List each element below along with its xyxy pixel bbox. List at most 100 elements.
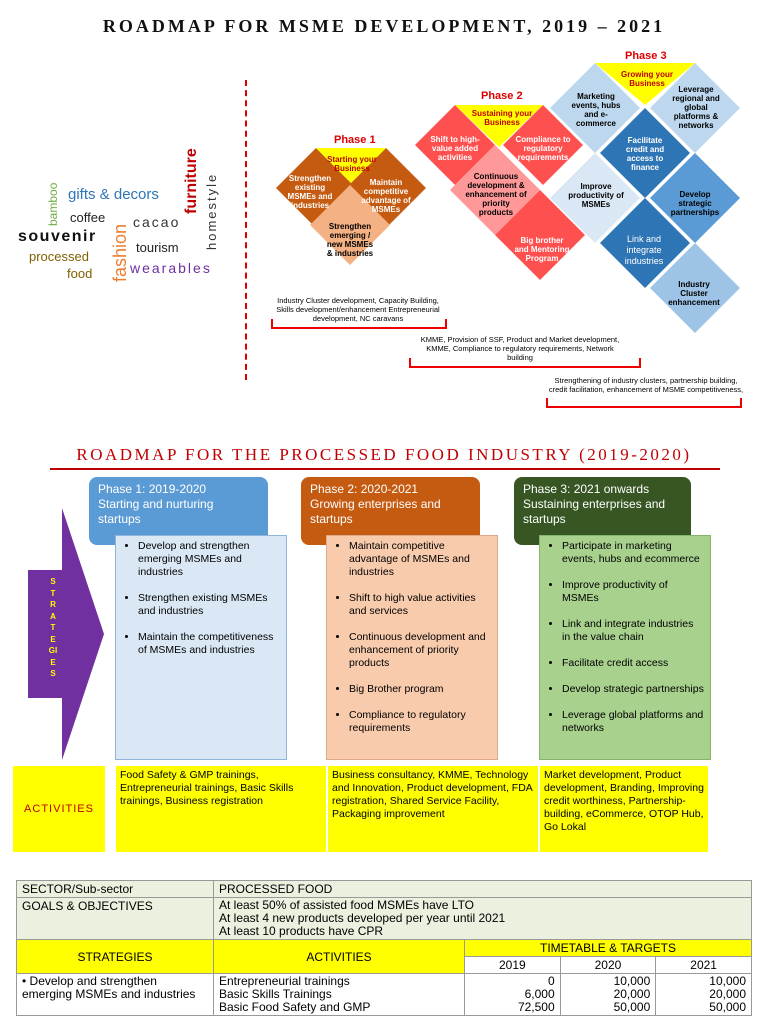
target-value: 6,000 xyxy=(524,987,555,1001)
targets-2020: 10,000 20,000 50,000 xyxy=(559,973,657,1016)
p3-d6-text: Link and integrate industries xyxy=(624,234,664,266)
list-item: Big Brother program xyxy=(349,683,491,696)
p3-diamond-1 xyxy=(550,63,640,153)
title-underline xyxy=(50,468,720,470)
goals-label: GOALS & OBJECTIVES xyxy=(16,897,214,940)
p3-d5-text: Develop strategic partnerships xyxy=(670,190,720,217)
phase3-activities: Market development, Product development,… xyxy=(540,766,708,852)
activity-item: Basic Skills Trainings xyxy=(219,987,332,1001)
word-cacao: cacao xyxy=(133,214,181,230)
target-value: 50,000 xyxy=(709,1000,746,1014)
targets-table-wrap: SECTOR/Sub-sector PROCESSED FOOD GOALS &… xyxy=(16,880,752,1024)
dashed-divider xyxy=(245,80,247,380)
target-value: 10,000 xyxy=(709,974,746,988)
phase3-note: Strengthening of industry clusters, part… xyxy=(548,376,744,394)
targets-table: SECTOR/Sub-sector PROCESSED FOOD GOALS &… xyxy=(16,880,752,1016)
list-item: Maintain competitive advantage of MSMEs … xyxy=(349,540,491,579)
list-item: Shift to high value activities and servi… xyxy=(349,592,491,618)
list-item: Compliance to regulatory requirements xyxy=(349,709,491,735)
list-item: Strengthen existing MSMEs and industries xyxy=(138,592,280,618)
target-value: 50,000 xyxy=(613,1000,651,1014)
p2-diamond-2 xyxy=(503,105,583,185)
p2-d3-text: Continuous development & enhancement of … xyxy=(465,172,527,217)
p1-d3-text: Strengthen emerging / new MSMEs & indust… xyxy=(326,222,374,258)
targets-2019: 0 6,000 72,500 xyxy=(464,973,561,1016)
target-value: 10,000 xyxy=(613,974,651,988)
p2-d1-text: Shift to high-value added activities xyxy=(430,135,480,162)
word-souvenir: souvenir xyxy=(18,228,97,245)
list-item: Maintain the competitiveness of MSMEs an… xyxy=(138,631,280,657)
phase3-strategies: Participate in marketing events, hubs an… xyxy=(539,535,711,760)
goals-list: At least 50% of assisted food MSMEs have… xyxy=(213,897,752,940)
list-item: Improve productivity of MSMEs xyxy=(562,579,704,605)
target-value: 20,000 xyxy=(709,987,746,1001)
word-food: food xyxy=(67,266,93,281)
p2-d4-text: Big brother and Mentoring Program xyxy=(514,236,570,263)
p2-d2-text: Compliance to regulatory requirements xyxy=(515,135,571,162)
phase2-label: Phase 2 xyxy=(481,90,523,102)
row1-strategy: • Develop and strengthen emerging MSMEs … xyxy=(16,973,214,1016)
phase2-strategies: Maintain competitive advantage of MSMEs … xyxy=(326,535,498,760)
word-wearables: wearables xyxy=(130,260,212,276)
phase2-note: KMME, Provision of SSF, Product and Mark… xyxy=(420,335,620,362)
list-item: Develop and strengthen emerging MSMEs an… xyxy=(138,540,280,579)
year-2019: 2019 xyxy=(464,956,561,974)
p3-d3-text: Facilitate credit and access to finance xyxy=(625,136,665,172)
phase1-header: Phase 1: 2019-2020 Starting and nurturin… xyxy=(89,477,268,545)
phase1-strategies: Develop and strengthen emerging MSMEs an… xyxy=(115,535,287,760)
word-homestyle: homestyle xyxy=(204,172,219,250)
phase1-banner-text: Starting your Business xyxy=(327,155,377,173)
word-gifts: gifts & decors xyxy=(68,186,159,203)
p3-diamond-6 xyxy=(600,198,690,288)
p3-d7-text: Industry Cluster enhancement xyxy=(668,280,720,307)
p3-diamond-4 xyxy=(550,153,640,243)
word-tourism: tourism xyxy=(136,240,179,255)
list-item: Continuous development and enhancement o… xyxy=(349,631,491,670)
list-item: Link and integrate industries in the val… xyxy=(562,618,704,644)
p1-diamond-3 xyxy=(310,185,390,265)
strategies-label: STRATEGIES xyxy=(48,577,58,678)
phase1-activities: Food Safety & GMP trainings, Entrepreneu… xyxy=(116,766,326,852)
p3-banner xyxy=(595,63,695,105)
msme-roadmap-title: ROADMAP FOR MSME DEVELOPMENT, 2019 – 202… xyxy=(102,16,666,36)
phase3-label: Phase 3 xyxy=(625,50,667,62)
p1-banner xyxy=(316,148,386,183)
target-value: 0 xyxy=(547,974,555,988)
col-timetable: TIMETABLE & TARGETS xyxy=(464,939,752,957)
phase2-activities: Business consultancy, KMME, Technology a… xyxy=(328,766,538,852)
p1-d1-text: Strengthen existing MSMEs and industries xyxy=(287,174,333,210)
word-coffee: coffee xyxy=(70,210,106,225)
list-item: Participate in marketing events, hubs an… xyxy=(562,540,704,566)
col-activities: ACTIVITIES xyxy=(213,939,465,974)
targets-2021: 10,000 20,000 50,000 xyxy=(655,973,752,1016)
phase3-bracket xyxy=(546,398,742,408)
list-item: Facilitate credit access xyxy=(562,657,704,670)
col-strategies: STRATEGIES xyxy=(16,939,214,974)
word-bamboo: bamboo xyxy=(46,182,60,226)
word-fashion: fashion xyxy=(110,223,130,282)
word-furniture: furniture xyxy=(183,148,200,214)
p3-d4-text: Improve productivity of MSMEs xyxy=(568,182,624,209)
word-processed: processed xyxy=(29,249,89,264)
strategies-arrow xyxy=(28,508,104,760)
processed-food-title: ROADMAP FOR THE PROCESSED FOOD INDUSTRY … xyxy=(76,445,692,464)
phase3-banner-text: Growing your Business xyxy=(621,70,673,88)
row1-activities: Entrepreneurial trainings Basic Skills T… xyxy=(213,973,465,1016)
phase2-bracket xyxy=(409,358,641,368)
list-item: Leverage global platforms and networks xyxy=(562,709,704,735)
target-value: 20,000 xyxy=(613,987,651,1001)
p1-d2-text: Maintain competitive advantage of MSMEs xyxy=(361,178,411,214)
goal-item: At least 50% of assisted food MSMEs have… xyxy=(219,898,475,912)
p3-d1-text: Marketing events, hubs and e-commerce xyxy=(571,92,621,128)
goal-item: At least 4 new products developed per ye… xyxy=(219,911,506,925)
phase2-header: Phase 2: 2020-2021 Growing enterprises a… xyxy=(301,477,480,545)
sector-label: SECTOR/Sub-sector xyxy=(16,880,214,898)
p3-diamond-5 xyxy=(650,153,740,243)
target-value: 72,500 xyxy=(517,1000,555,1014)
phase-diamond-diagram xyxy=(276,63,740,333)
goal-item: At least 10 products have CPR xyxy=(219,924,384,938)
phase1-label: Phase 1 xyxy=(334,134,376,146)
phase3-header: Phase 3: 2021 onwards Sustaining enterpr… xyxy=(514,477,691,545)
p3-d2-text: Leverage regional and global platforms &… xyxy=(672,85,720,130)
p2-banner xyxy=(455,105,543,147)
